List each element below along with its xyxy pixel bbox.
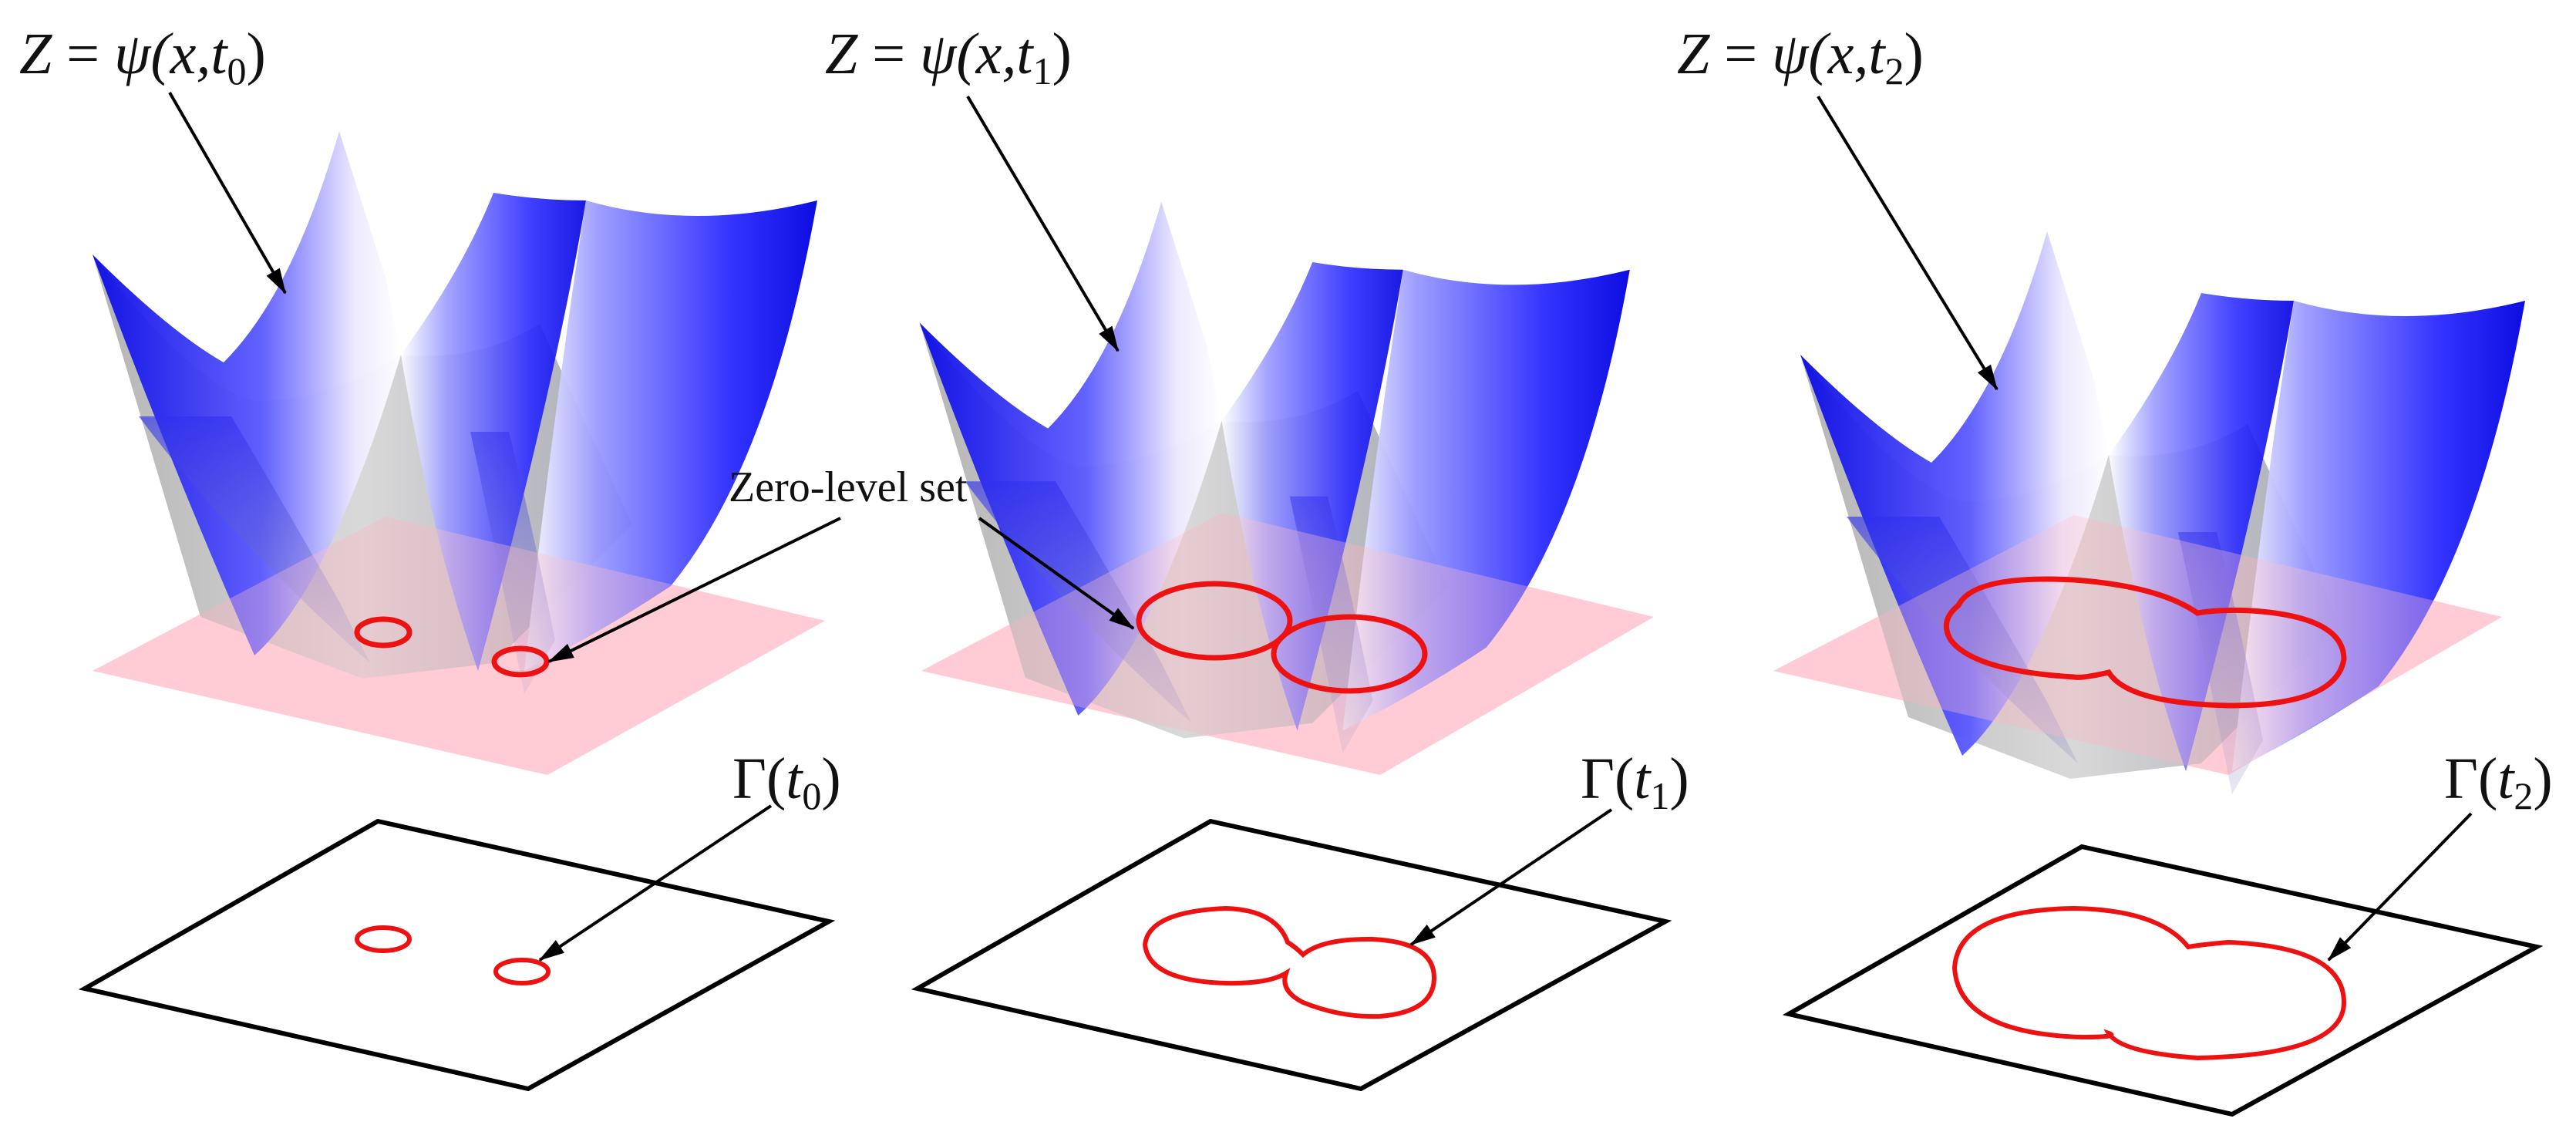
curve-arrow-t1 <box>1409 808 1613 946</box>
interface-curve-t0-1 <box>493 958 551 985</box>
zero-plane-overlay-t0 <box>93 517 825 775</box>
curve-label-t2: Γ(t2) <box>2444 746 2553 817</box>
curve-arrow-t0 <box>538 804 773 962</box>
zero-plane-overlay-t1 <box>921 513 1654 775</box>
domain-plane-t2 <box>1782 844 2544 1117</box>
zero-contour-3d-t0-1 <box>491 645 550 678</box>
surface-arrow-t1 <box>966 95 1120 352</box>
domain-plane-t1 <box>911 818 1672 1092</box>
curve-label-t0: Γ(t0) <box>732 746 841 817</box>
domain-plane-t0 <box>78 818 836 1092</box>
zero-level-set-label: Zero-level set <box>729 463 968 511</box>
interface-curve-t0-0 <box>355 925 412 953</box>
surface-label-t1: Z = ψ(x,t1) <box>825 22 1072 93</box>
zero-contour-3d-t1-0 <box>1136 581 1293 661</box>
surface-arrow-t0 <box>168 92 287 295</box>
surface-arrow-t2 <box>1817 95 1999 391</box>
curve-arrow-t2 <box>2327 812 2473 962</box>
zero-plane-overlay-t2 <box>1773 515 2502 775</box>
panel-t2: Z = ψ(x,t2) Γ(t2) <box>1677 22 2553 1117</box>
zero-level-set-annotation: Zero-level set <box>547 463 1135 663</box>
curve-label-t1: Γ(t1) <box>1581 746 1689 817</box>
zero-contour-3d-t2 <box>1943 576 2347 709</box>
panel-t1: Z = ψ(x,t1) Γ(t1) <box>825 22 1689 1092</box>
interface-curve-t1 <box>1142 905 1437 1019</box>
zero-level-arrow-right <box>978 517 1135 630</box>
panel-t0: Z = ψ(x,t0) Γ(t0) <box>19 22 841 1092</box>
surface-label-t2: Z = ψ(x,t2) <box>1677 22 1924 93</box>
zero-level-arrow-left <box>547 517 841 663</box>
surface-label-t0: Z = ψ(x,t0) <box>19 22 266 93</box>
interface-curve-t2 <box>1951 905 2347 1061</box>
zero-contour-3d-t1-1 <box>1271 614 1428 694</box>
zero-contour-3d-t0-0 <box>354 616 412 648</box>
